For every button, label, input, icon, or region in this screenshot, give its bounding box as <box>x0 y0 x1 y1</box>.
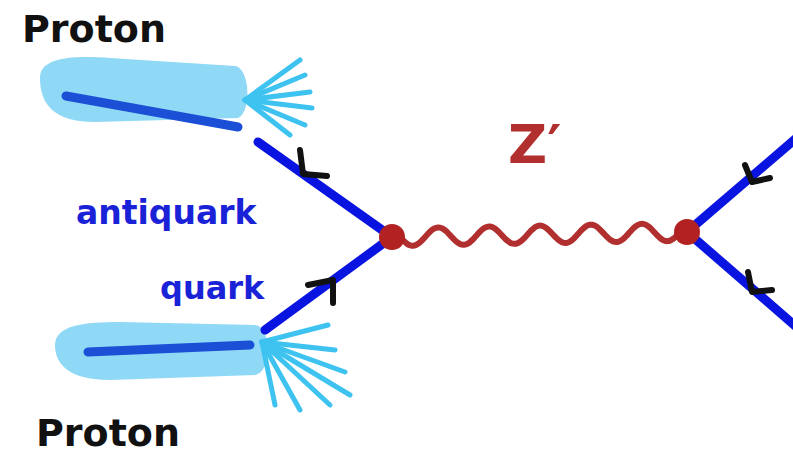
outgoing-line <box>687 135 793 232</box>
quark-line <box>265 237 392 330</box>
particle-name: Proton <box>22 10 166 48</box>
proton-bottom <box>55 322 350 410</box>
vertex-dot <box>379 224 405 250</box>
quark-track <box>66 96 238 127</box>
spray <box>245 60 312 135</box>
particle-name: quark <box>160 272 264 304</box>
z-prime-propagator <box>400 224 680 246</box>
particle-name: antiquark <box>76 196 256 229</box>
antiquark-line <box>258 142 392 237</box>
quark-track <box>88 345 250 352</box>
vertex-dot <box>674 219 700 245</box>
proton-top <box>40 57 312 135</box>
particle-name: Proton <box>36 414 180 452</box>
arrow-chevrons <box>300 150 772 303</box>
boson-name: Z′ <box>508 118 561 172</box>
proton-blob <box>55 322 268 380</box>
spray <box>262 325 350 410</box>
outgoing-line <box>687 232 793 330</box>
